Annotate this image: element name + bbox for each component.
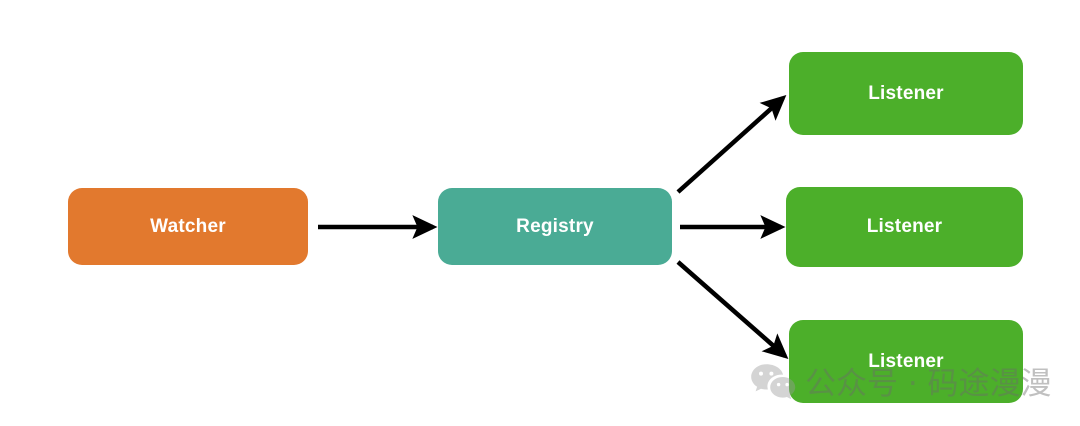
- node-registry[interactable]: Registry: [438, 188, 672, 265]
- edge-registry-to-listener-1: [676, 94, 787, 194]
- node-watcher[interactable]: Watcher: [68, 188, 308, 265]
- node-listener-3[interactable]: Listener: [789, 320, 1023, 403]
- edge-registry-to-listener-3: [676, 260, 789, 359]
- node-listener-2[interactable]: Listener: [786, 187, 1023, 267]
- node-listener-1[interactable]: Listener: [789, 52, 1023, 135]
